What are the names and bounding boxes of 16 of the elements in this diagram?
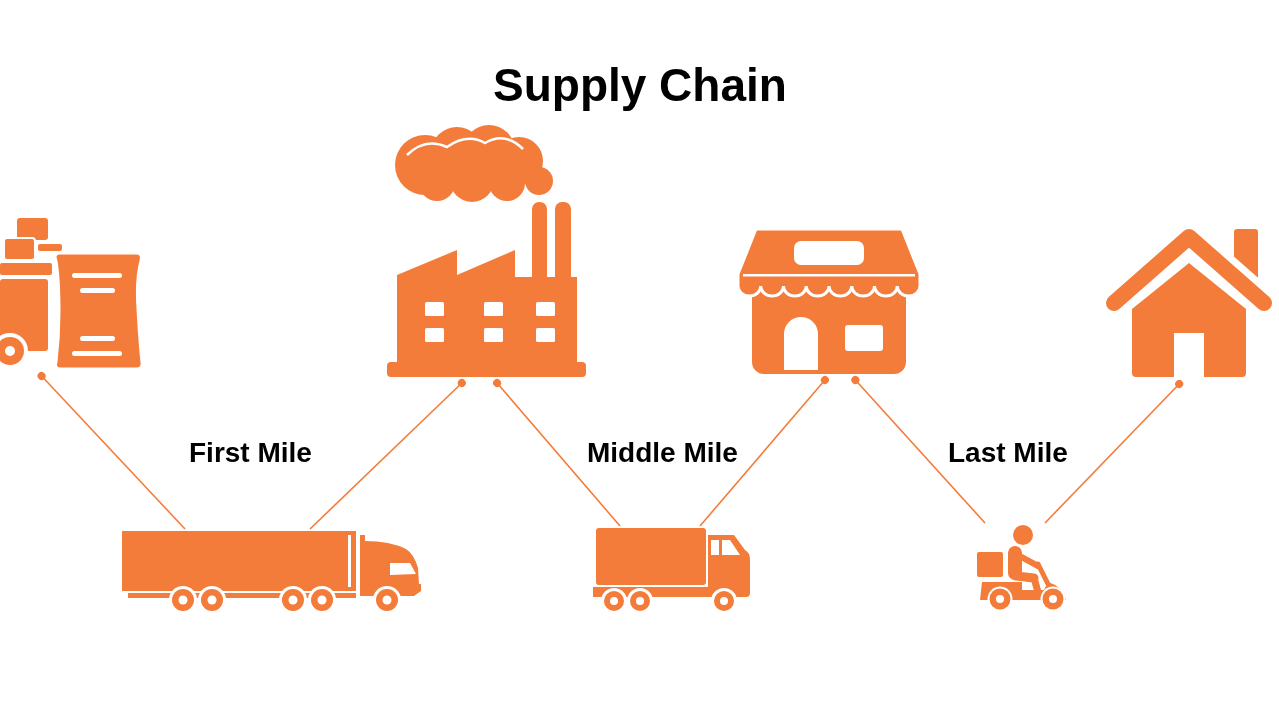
- connector-line: [37, 372, 186, 530]
- connector-line: [851, 376, 986, 524]
- factory-icon: [387, 125, 586, 377]
- connector-line: [309, 379, 466, 530]
- stage-label: Last Mile: [948, 436, 1068, 470]
- diagram-title: Supply Chain: [493, 58, 787, 113]
- semi-truck-icon: [122, 530, 421, 611]
- scooter-rider-icon: [976, 524, 1066, 611]
- delivery-truck-icon: [593, 527, 751, 611]
- stage-label: First Mile: [189, 436, 312, 470]
- stage-label: Middle Mile: [587, 436, 738, 470]
- connector-line: [493, 379, 621, 527]
- connector-line: [699, 376, 829, 527]
- sack-and-cart-icon: [0, 217, 143, 370]
- connector-line: [1044, 380, 1184, 524]
- store-icon: [738, 228, 920, 374]
